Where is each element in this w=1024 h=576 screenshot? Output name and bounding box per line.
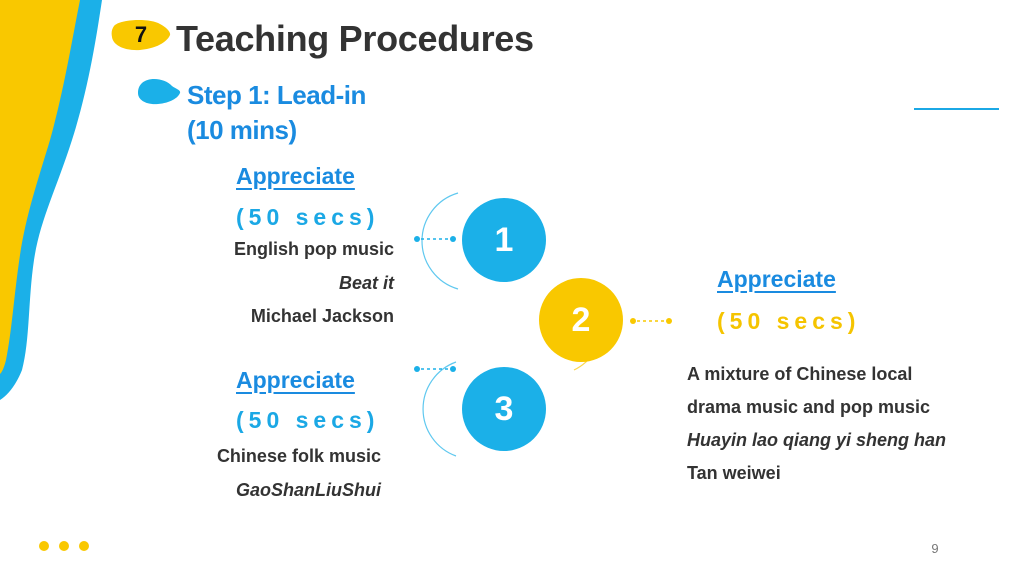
section-number: 7 [134, 22, 148, 47]
page-title: Teaching Procedures [176, 18, 534, 59]
step-circle-2: 2 [539, 278, 623, 362]
page-number: 9 [931, 541, 939, 556]
item3-line1: Chinese folk music [216, 446, 381, 466]
step-heading: Step 1: Lead-in (10 mins) [187, 78, 366, 148]
item1-duration: (50 secs) [236, 204, 380, 230]
item2-label: Appreciate [717, 266, 836, 292]
item1-line2: Beat it [338, 273, 394, 293]
step-heading-line2: (10 mins) [187, 115, 297, 145]
item1-line1: English pop music [233, 239, 394, 259]
step-bullet-icon [138, 79, 181, 105]
item2-line1: A mixture of Chinese local [687, 364, 913, 384]
item1-label: Appreciate [236, 163, 355, 189]
item2-line4: Tan weiwei [687, 463, 781, 483]
item3-line2: GaoShanLiuShui [235, 480, 381, 500]
left-wave-decoration [0, 0, 102, 400]
section-number-badge [111, 20, 171, 51]
decorative-dots [39, 541, 89, 551]
item3-duration: (50 secs) [236, 407, 380, 433]
item2-duration: (50 secs) [717, 308, 861, 334]
item1-line3: Michael Jackson [250, 306, 394, 326]
item2-line3: Huayin lao qiang yi sheng han [687, 430, 947, 450]
step-circle-1: 1 [462, 198, 546, 282]
item2-line2: drama music and pop music [687, 397, 931, 417]
step-heading-line1: Step 1: Lead-in [187, 80, 366, 110]
item3-label: Appreciate [236, 367, 355, 393]
top-right-divider [914, 108, 999, 110]
step-circle-3: 3 [462, 367, 546, 451]
